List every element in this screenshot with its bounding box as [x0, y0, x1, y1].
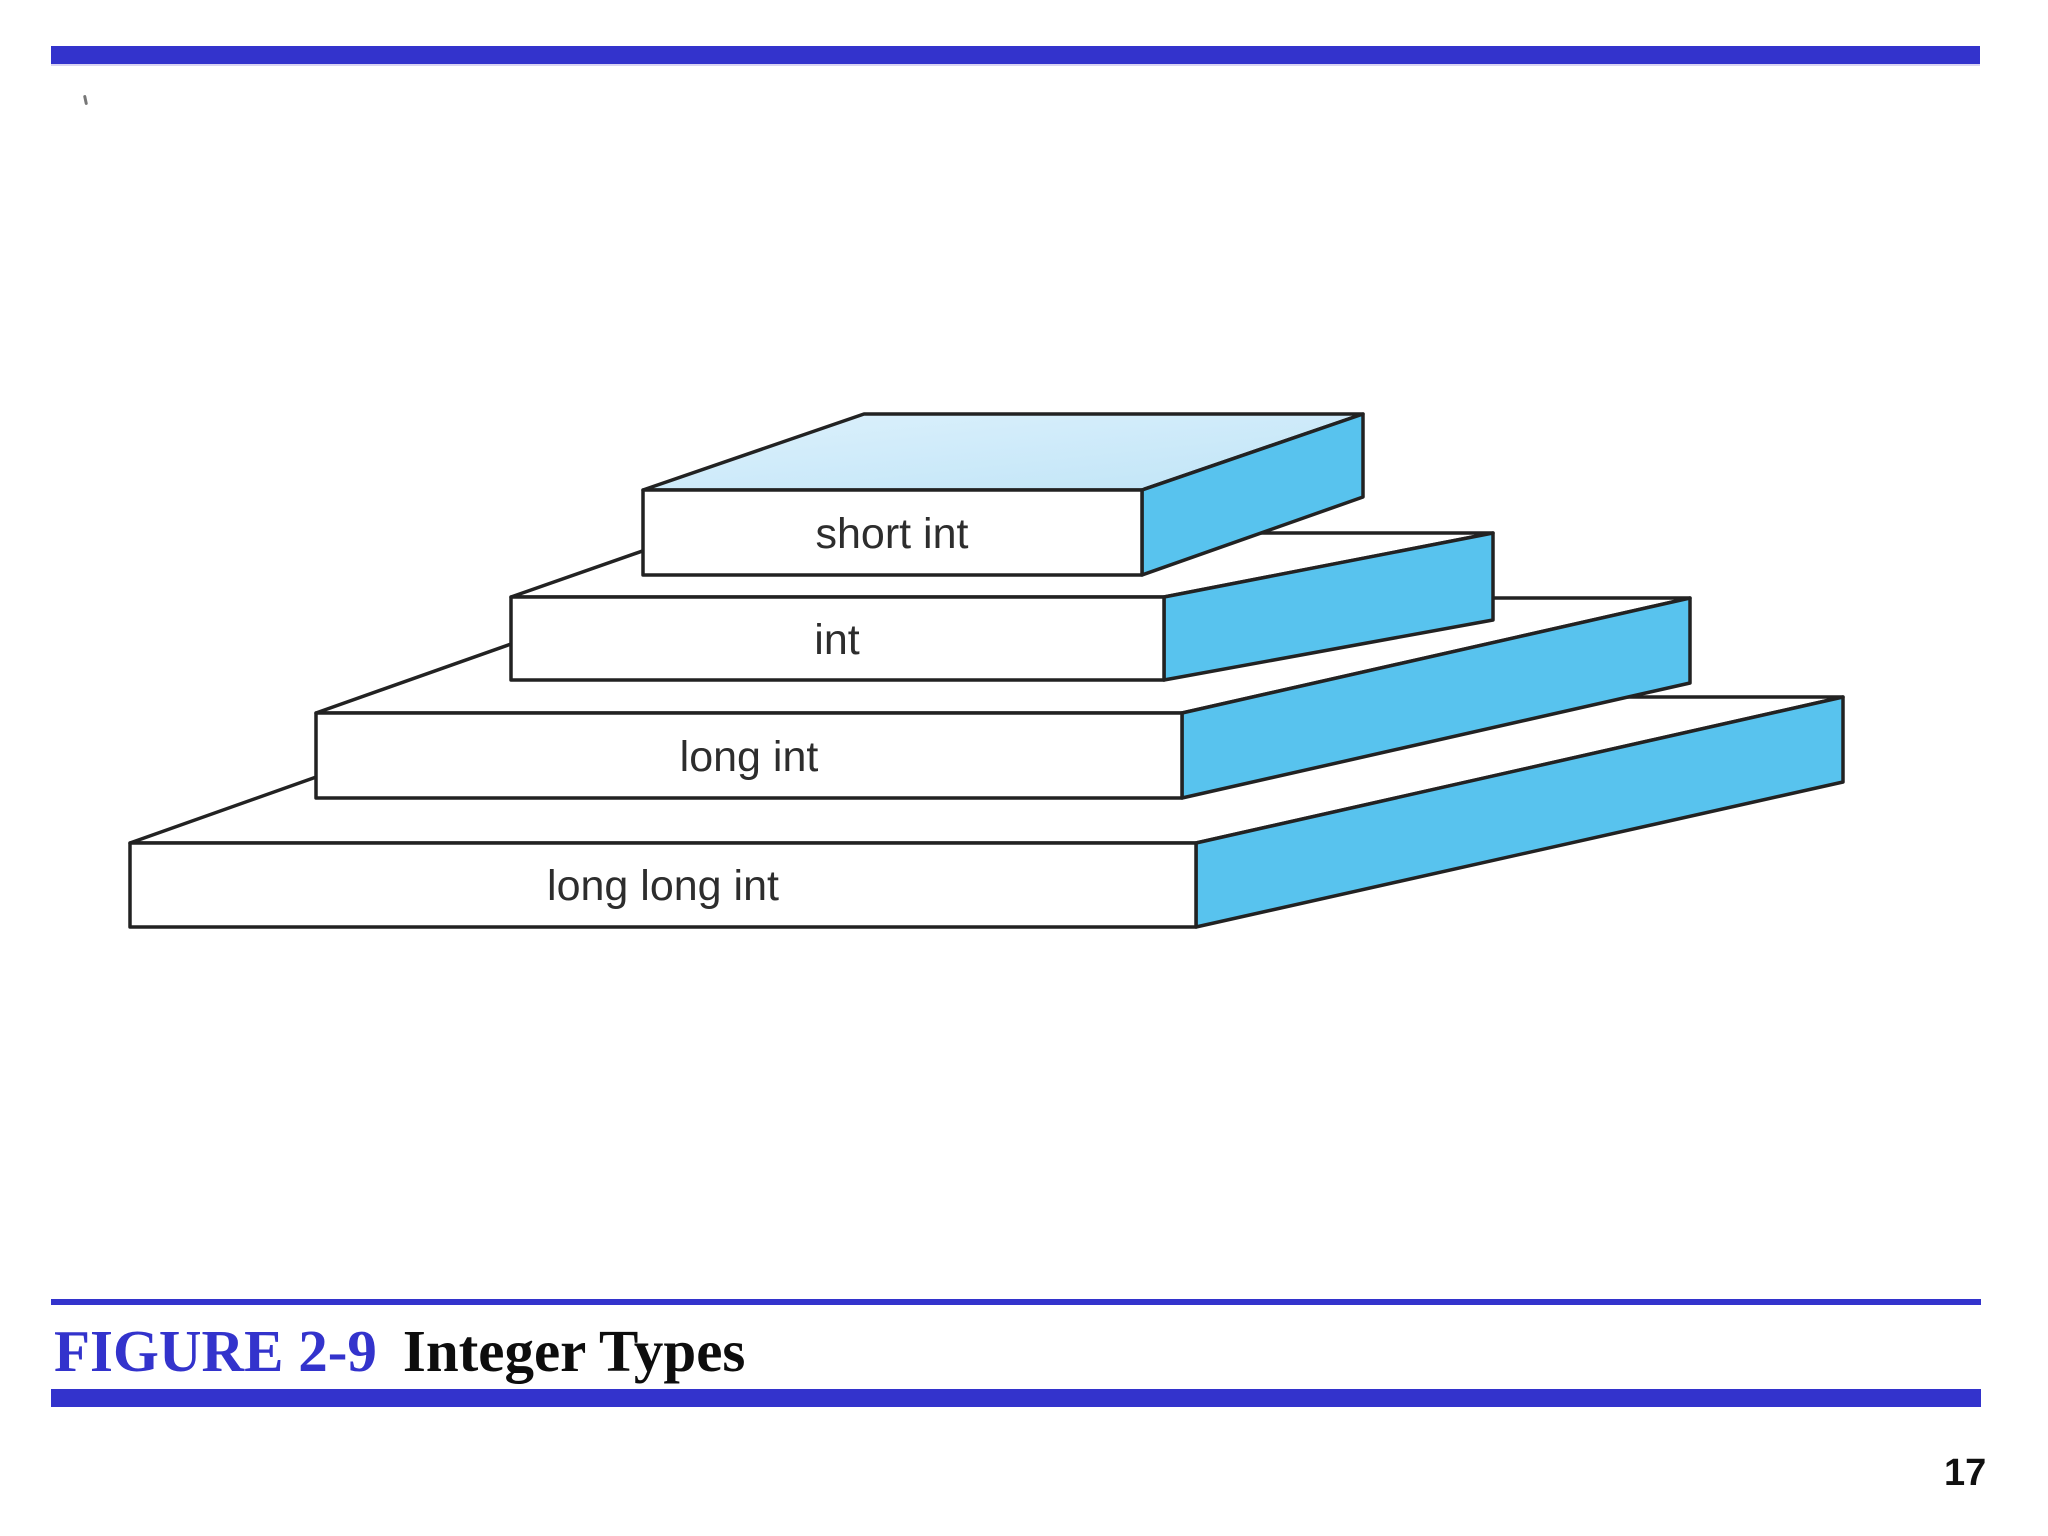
- caption-top-rule: [51, 1299, 1981, 1305]
- top-rule-bar: [51, 46, 1980, 66]
- caption-bottom-rule: [51, 1389, 1981, 1407]
- slab-short-int-front-face: [641, 488, 1144, 577]
- figure-caption-title: Integer Types: [402, 1318, 746, 1384]
- slab-short-int-label: short int: [816, 510, 969, 558]
- slab-short-int: short int: [641, 412, 1365, 577]
- slab-int: int: [509, 531, 1495, 682]
- slab-long-long-int-label: long long int: [547, 862, 779, 910]
- page-number: 17: [1944, 1452, 1987, 1494]
- figure-caption-label: FIGURE 2-9: [54, 1318, 377, 1384]
- slab-int-front-face: [509, 595, 1166, 682]
- slab-int-label: int: [814, 616, 859, 664]
- slab-long-int-label: long int: [680, 733, 819, 781]
- slab-long-int-front-face: [314, 711, 1184, 800]
- figure-caption: FIGURE 2-9 Integer Types: [54, 1316, 745, 1386]
- slab-long-long-int-front-face: [128, 841, 1198, 929]
